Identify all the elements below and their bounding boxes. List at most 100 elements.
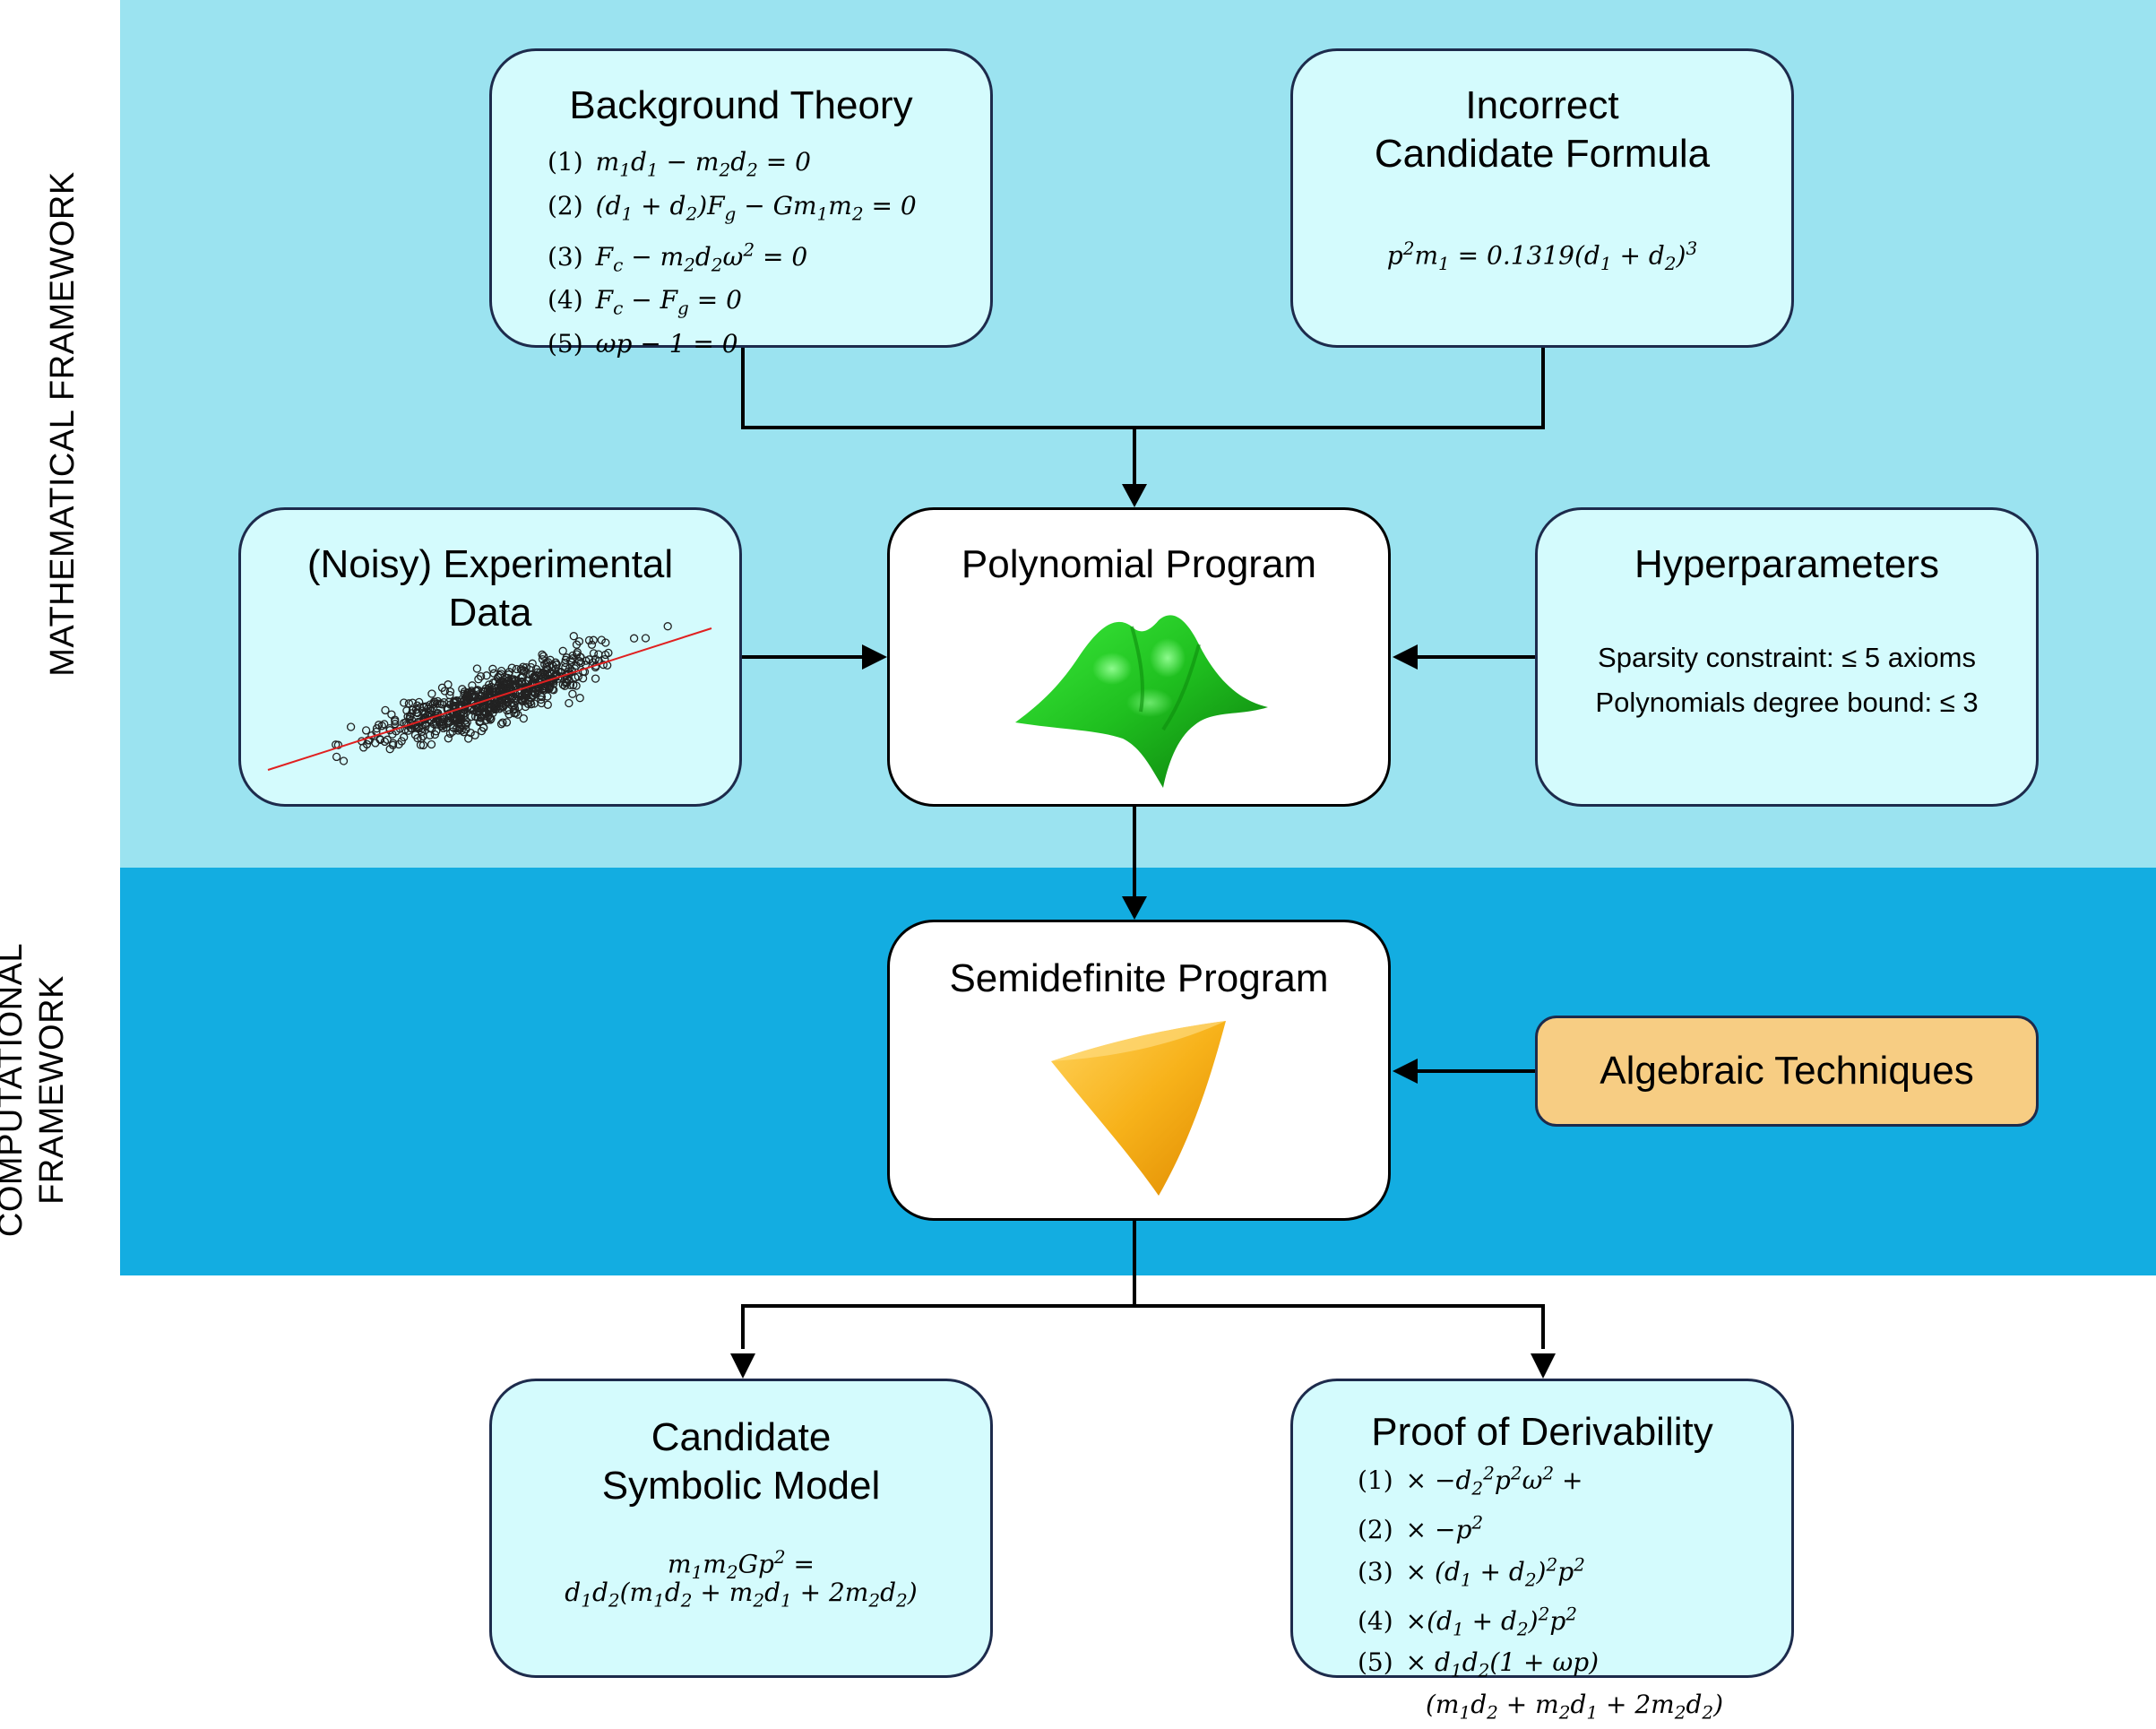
scatter-point xyxy=(571,673,580,682)
scatter-point xyxy=(456,712,465,721)
green-surface-image xyxy=(1015,615,1268,788)
scatter-point xyxy=(545,661,554,670)
scatter-point xyxy=(442,722,451,732)
proof-line-4: (4)×(d1 + d2)2p2 xyxy=(1358,1603,1577,1640)
orange-spectrahedron-image xyxy=(1051,1021,1226,1196)
background-theory-title: Background Theory xyxy=(569,83,913,127)
scatter-point xyxy=(418,731,427,741)
scatter-point xyxy=(539,684,549,693)
hyperparameters-title: Hyperparameters xyxy=(1634,542,1939,586)
scatter-point xyxy=(543,700,552,709)
scatter-point xyxy=(427,706,436,715)
scatter-point xyxy=(485,686,495,695)
scatter-point xyxy=(543,670,552,679)
scatter-point xyxy=(339,756,349,765)
scatter-point xyxy=(538,650,547,659)
incorrect-formula-title-line1: Incorrect xyxy=(1465,83,1619,127)
scatter-point xyxy=(506,686,515,695)
scatter-point xyxy=(502,695,512,704)
scatter-point xyxy=(380,720,389,729)
scatter-point xyxy=(381,705,390,715)
theory-equation-2: (2)(d1 + d2)Fg − Gm1m2 = 0 xyxy=(548,190,917,225)
scatter-point xyxy=(430,730,440,739)
scatter-point xyxy=(572,640,582,649)
scatter-point xyxy=(461,716,470,725)
algebraic-techniques-box: Algebraic Techniques xyxy=(1535,1016,2039,1127)
scatter-point xyxy=(463,696,472,706)
experimental-data-title-line1: (Noisy) Experimental xyxy=(306,542,674,586)
scatter-point xyxy=(427,689,436,698)
scatter-point xyxy=(499,679,508,687)
scatter-point xyxy=(521,690,530,699)
incorrect-formula-equation: p2m1 = 0.1319(d1 + d2)3 xyxy=(1386,238,1698,274)
scatter-point xyxy=(433,699,442,708)
scatter-point xyxy=(552,670,562,679)
scatter-point xyxy=(565,656,575,665)
theory-equation-1: (1)m1d1 − m2d2 = 0 xyxy=(548,147,811,181)
scatter-point xyxy=(578,667,588,677)
scatter-point xyxy=(437,717,446,727)
scatter-point xyxy=(359,743,368,752)
scatter-point xyxy=(448,714,458,723)
scatter-point xyxy=(604,648,613,658)
scatter-point xyxy=(481,709,491,719)
scatter-point xyxy=(663,622,672,631)
scatter-point xyxy=(448,727,457,736)
scatter-point xyxy=(417,734,426,743)
scatter-point xyxy=(505,710,513,719)
scatter-point xyxy=(472,687,481,696)
scatter-point xyxy=(569,680,578,689)
scatter-point xyxy=(505,670,513,679)
scatter-point xyxy=(346,722,356,731)
scatter-point xyxy=(445,729,455,739)
scatter-point xyxy=(461,705,470,713)
scatter-point xyxy=(542,659,551,668)
scatter-point xyxy=(333,740,343,749)
connector-theory-to-polynomial xyxy=(741,348,1134,429)
scatter-point xyxy=(361,726,371,735)
scatter-point xyxy=(536,679,546,687)
scatter-point xyxy=(569,632,578,641)
algebraic-techniques-title: Algebraic Techniques xyxy=(1600,1049,1974,1093)
scatter-point xyxy=(489,669,498,678)
scatter-point xyxy=(519,666,528,675)
scatter-point xyxy=(427,715,436,725)
scatter-point xyxy=(505,705,513,714)
scatter-point xyxy=(498,702,507,711)
scatter-point xyxy=(629,634,639,643)
scatter-point xyxy=(548,679,558,688)
arrowhead-down-sdp xyxy=(1122,896,1147,920)
proof-line-5: (5)× d1d2(1 + ωp) xyxy=(1358,1647,1600,1681)
scatter-point xyxy=(589,635,598,644)
incorrect-formula-box: Incorrect Candidate Formula p2m1 = 0.131… xyxy=(1290,48,1794,348)
scatter-point xyxy=(473,713,482,722)
scatter-point xyxy=(490,703,499,712)
connector-formula-to-polynomial xyxy=(1134,348,1545,429)
scatter-point xyxy=(521,702,530,712)
scatter-point xyxy=(519,713,528,723)
background-theory-equations: (1)m1d1 − m2d2 = 0 (2)(d1 + d2)Fg − Gm1m2… xyxy=(548,144,917,362)
scatter-point xyxy=(389,739,398,748)
symbolic-model-formula-line2: d1d2(m1d2 + m2d1 + 2m2d2) xyxy=(565,1578,918,1612)
scatter-point xyxy=(364,736,373,745)
arrowhead-left-sdp xyxy=(1393,1059,1418,1084)
scatter-point xyxy=(490,700,499,709)
connector-sdp-split xyxy=(741,1221,1136,1349)
scatter-point xyxy=(591,674,600,683)
scatter-point xyxy=(400,698,409,707)
scatter-point xyxy=(414,723,424,733)
scatter-point xyxy=(444,734,453,743)
scatter-point xyxy=(509,705,518,714)
scatter-point xyxy=(380,737,390,747)
scatter-point xyxy=(575,694,584,703)
scatter-point xyxy=(498,718,507,727)
scatter-point xyxy=(445,700,455,709)
scatter-point xyxy=(496,720,506,729)
scatter-point xyxy=(513,710,522,719)
arrowhead-down-polynomial xyxy=(1122,484,1147,507)
hyperparameters-box: Hyperparameters Sparsity constraint: ≤ 5… xyxy=(1535,507,2039,807)
scatter-point xyxy=(495,670,505,680)
arrowhead-left-polynomial xyxy=(1393,644,1418,670)
scatter-point xyxy=(456,697,466,706)
scatter-point xyxy=(574,657,584,666)
